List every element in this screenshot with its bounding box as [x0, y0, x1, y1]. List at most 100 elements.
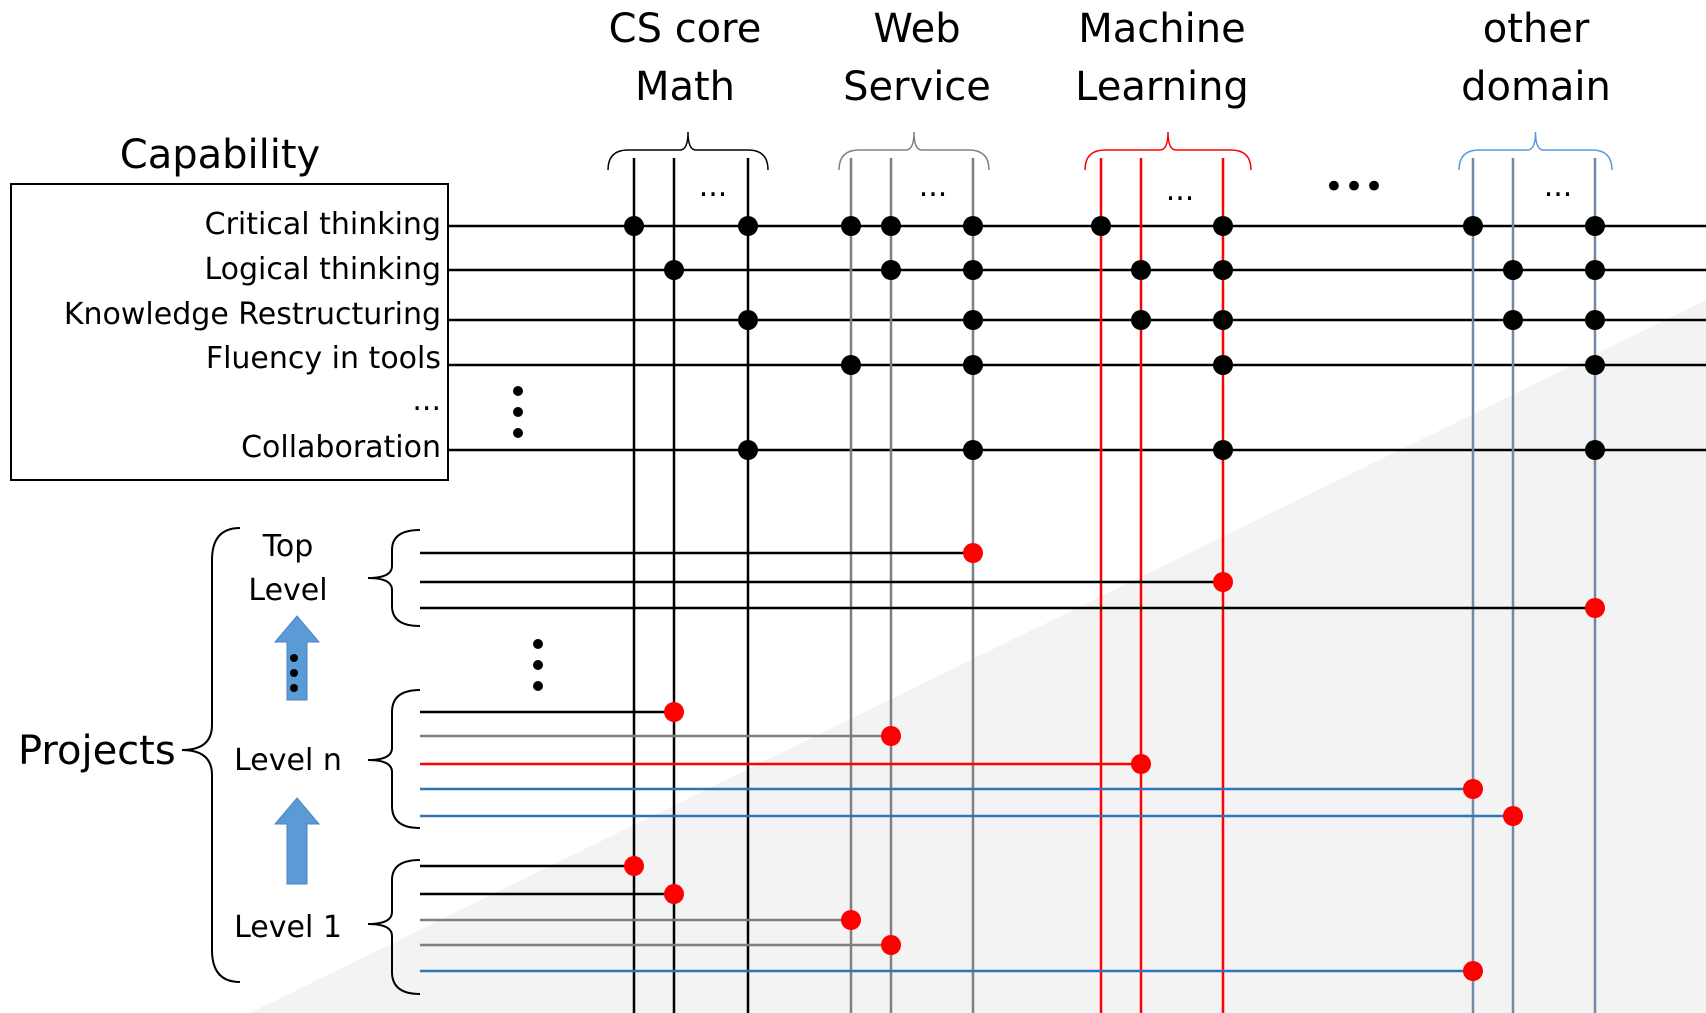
column-ellipsis: ... — [919, 169, 948, 204]
domain-brace-web-service — [838, 131, 990, 171]
capability-dot — [1463, 216, 1483, 236]
capability-dot — [738, 310, 758, 330]
capability-dot — [963, 355, 983, 375]
project-dot — [1213, 572, 1233, 592]
domain-header-machine-learning: Machine Learning — [1075, 6, 1249, 110]
project-dot — [1131, 754, 1151, 774]
capability-dot — [1585, 440, 1605, 460]
capability-dot — [841, 355, 861, 375]
capability-label-knowledge-restructuring: Knowledge Restructuring — [64, 297, 441, 332]
capability-panel: Capability Critical thinking Logical thi… — [10, 132, 449, 481]
capability-label-logical-thinking: Logical thinking — [204, 252, 441, 287]
capability-dots — [624, 216, 1605, 460]
ellipsis-dot — [513, 386, 523, 396]
project-lines — [420, 551, 1595, 973]
arrow-ellipsis-dot — [290, 684, 298, 692]
capability-vertical-ellipsis — [513, 386, 523, 438]
project-dot — [881, 726, 901, 746]
arrow-ellipsis-dot — [290, 669, 298, 677]
domain-header-cs-math: CS core Math — [609, 6, 762, 110]
projects-panel: Projects Top Level Level n Level 1 — [18, 527, 543, 995]
domain-title-line-2: Math — [635, 64, 735, 110]
level-n-brace — [367, 689, 421, 829]
project-dot — [1463, 961, 1483, 981]
capability-label-ellipsis: ... — [412, 383, 441, 418]
domain-title-line-2: Service — [843, 64, 991, 110]
capability-label-collaboration: Collaboration — [241, 430, 441, 465]
projects-brace — [181, 527, 241, 983]
capability-dot — [1131, 260, 1151, 280]
domain-title-line-1: Machine — [1078, 6, 1245, 52]
domain-title-line-2: domain — [1461, 64, 1611, 110]
project-dot — [963, 543, 983, 563]
capability-dot — [963, 310, 983, 330]
capability-dot — [1585, 216, 1605, 236]
project-dots — [624, 543, 1605, 981]
capability-dot — [738, 440, 758, 460]
capability-dot — [881, 260, 901, 280]
capability-dot — [963, 216, 983, 236]
capability-dot — [624, 216, 644, 236]
domain-brace-machine-learning — [1084, 131, 1252, 171]
ellipsis-dot — [533, 660, 543, 670]
level-1-label: Level 1 — [234, 910, 342, 945]
project-dot — [1503, 806, 1523, 826]
capability-dot — [963, 440, 983, 460]
project-dot — [1463, 779, 1483, 799]
project-dot — [881, 935, 901, 955]
column-ellipsis: ... — [1166, 173, 1195, 208]
domain-brace-cs-math — [607, 131, 769, 171]
capability-dot — [1213, 310, 1233, 330]
up-arrow-icon — [273, 797, 321, 885]
ellipsis-dot — [513, 428, 523, 438]
column-ellipsis: ... — [1544, 169, 1573, 204]
capability-dot — [1213, 355, 1233, 375]
level-n-label: Level n — [234, 743, 342, 778]
top-level-brace — [367, 529, 421, 627]
capability-dot — [1585, 355, 1605, 375]
capability-dot — [1585, 310, 1605, 330]
domain-braces — [607, 131, 1613, 171]
capability-dot — [1213, 440, 1233, 460]
ellipsis-dot — [533, 639, 543, 649]
ellipsis-dot — [533, 681, 543, 691]
domain-title-line-1: other — [1483, 6, 1590, 52]
projects-label: Projects — [18, 728, 176, 774]
capability-dot — [881, 216, 901, 236]
capability-label-critical-thinking: Critical thinking — [205, 207, 441, 242]
ellipsis-dot — [513, 407, 523, 417]
capability-label-fluency-in-tools: Fluency in tools — [206, 341, 441, 376]
column-ellipses: ... ... ... ... ••• — [699, 167, 1573, 208]
capability-dot — [1213, 260, 1233, 280]
domain-title-line-1: CS core — [609, 6, 762, 52]
capability-dot — [1585, 260, 1605, 280]
project-dot — [664, 702, 684, 722]
capability-title: Capability — [120, 132, 320, 178]
domain-title-line-1: Web — [873, 6, 960, 52]
domain-header-other-domain: other domain — [1461, 6, 1611, 110]
top-level-label-line-2: Level — [248, 573, 327, 608]
capability-dot — [1213, 216, 1233, 236]
project-dot — [841, 910, 861, 930]
domain-brace-other-domain — [1458, 131, 1613, 171]
capability-dot — [738, 216, 758, 236]
domain-title-line-2: Learning — [1075, 64, 1249, 110]
project-dot — [1585, 598, 1605, 618]
background-shade — [250, 300, 1706, 1013]
capability-lines — [448, 224, 1706, 452]
column-ellipsis: ... — [699, 169, 728, 204]
top-level-label-line-1: Top — [262, 529, 314, 564]
capability-dot — [841, 216, 861, 236]
capability-dot — [1503, 260, 1523, 280]
domain-header-web-service: Web Service — [843, 6, 991, 110]
between-domains-ellipsis: ••• — [1324, 167, 1384, 207]
project-dot — [624, 856, 644, 876]
project-dot — [664, 884, 684, 904]
capability-dot — [1131, 310, 1151, 330]
domain-columns — [632, 158, 1597, 1013]
capability-dot — [664, 260, 684, 280]
arrow-ellipsis-dot — [290, 654, 298, 662]
capability-dot — [963, 260, 983, 280]
capability-dot — [1091, 216, 1111, 236]
